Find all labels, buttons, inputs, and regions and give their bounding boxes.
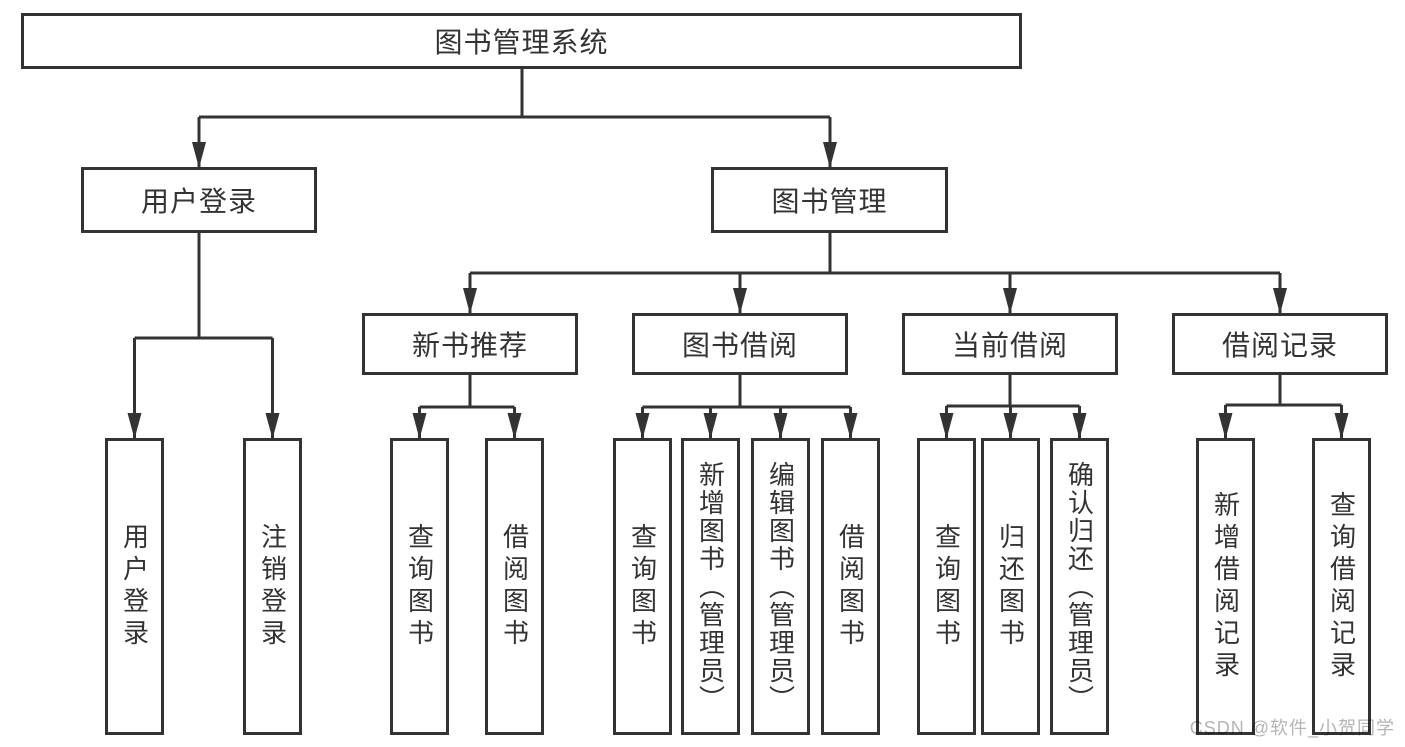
- leaf-label: 确认归还（管理员）: [1064, 460, 1095, 713]
- leaf-edit-book-admin: 编辑图书（管理员）: [751, 438, 810, 735]
- leaf-label: 用户登录: [119, 522, 150, 651]
- node-new-book-recommendation: 新书推荐: [362, 313, 578, 375]
- leaf-borrow-books-recommend: 借阅图书: [485, 438, 544, 735]
- node-library-management-system: 图书管理系统: [21, 13, 1022, 69]
- leaf-label: 新增借阅记录: [1210, 490, 1241, 683]
- leaf-label: 查询图书: [931, 522, 962, 651]
- leaf-label: 查询图书: [404, 522, 435, 651]
- leaf-logout: 注销登录: [243, 438, 302, 735]
- leaf-user-login: 用户登录: [105, 438, 164, 735]
- leaf-label: 编辑图书（管理员）: [765, 460, 796, 713]
- leaf-add-book-admin: 新增图书（管理员）: [681, 438, 740, 735]
- leaf-return-book: 归还图书: [981, 438, 1040, 735]
- watermark-csdn: CSDN @软件_小贺同学: [1189, 718, 1395, 738]
- leaf-query-borrow-record: 查询借阅记录: [1312, 438, 1371, 735]
- leaf-label: 归还图书: [995, 522, 1026, 651]
- leaf-confirm-return-admin: 确认归还（管理员）: [1050, 438, 1109, 735]
- leaf-label: 新增图书（管理员）: [695, 460, 726, 713]
- node-current-borrowing: 当前借阅: [902, 313, 1118, 375]
- leaf-query-books-borrowing: 查询图书: [613, 438, 672, 735]
- leaf-borrow-books: 借阅图书: [821, 438, 880, 735]
- leaf-label: 查询借阅记录: [1326, 490, 1357, 683]
- leaf-add-borrow-record: 新增借阅记录: [1196, 438, 1255, 735]
- leaf-label: 借阅图书: [499, 522, 530, 651]
- node-borrowing-records: 借阅记录: [1172, 313, 1388, 375]
- leaf-query-books-current: 查询图书: [917, 438, 976, 735]
- node-book-borrowing: 图书借阅: [632, 313, 848, 375]
- node-user-login: 用户登录: [81, 167, 317, 233]
- leaf-label: 查询图书: [627, 522, 658, 651]
- node-book-management: 图书管理: [711, 167, 948, 233]
- leaf-label: 借阅图书: [835, 522, 866, 651]
- leaf-label: 注销登录: [257, 522, 288, 651]
- leaf-query-books-recommend: 查询图书: [390, 438, 449, 735]
